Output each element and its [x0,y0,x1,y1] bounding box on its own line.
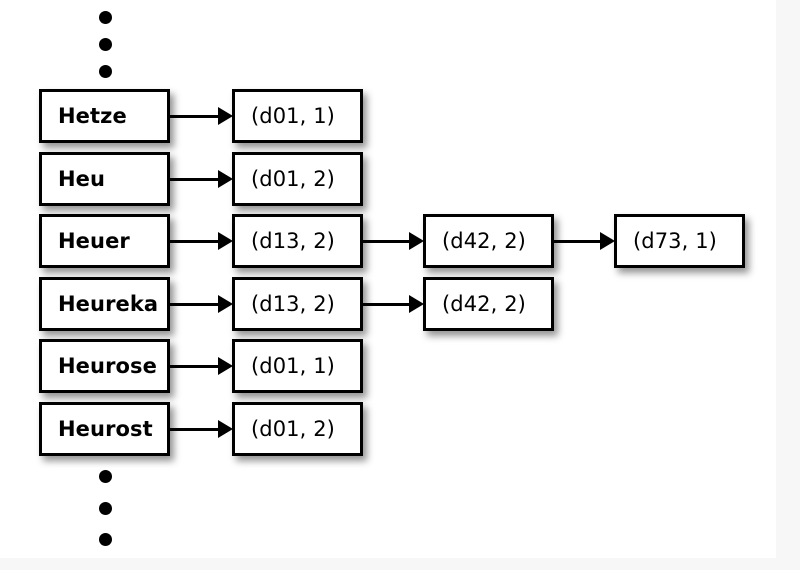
posting-label-4: (d13, 2) [251,291,335,316]
posting-label-d73: (d73, 1) [633,228,717,253]
term-box-hetze[interactable]: Hetze [39,89,170,143]
posting-box-1[interactable]: (d01, 1) [232,89,363,143]
posting-box-4[interactable]: (d13, 2) [232,277,363,331]
edge-term-3-to-posting [170,240,220,243]
edge-term-1-to-posting [170,115,220,118]
edge-posting-3-to-d42-1 [362,240,410,243]
arrowhead-d73 [600,232,615,250]
arrowhead-term-2 [218,170,233,188]
edge-term-5-to-posting [170,365,220,368]
term-label-hetze: Hetze [58,103,127,128]
arrowhead-term-4 [218,295,233,313]
ellipsis-dot-bottom-1 [99,470,112,483]
arrowhead-term-6 [218,420,233,438]
arrowhead-term-1 [218,107,233,125]
ellipsis-dot-top-2 [99,38,112,51]
edge-posting-4-to-d42-2 [362,303,410,306]
posting-label-1: (d01, 1) [251,103,335,128]
ellipsis-dot-top-3 [99,65,112,78]
edge-term-6-to-posting [170,428,220,431]
posting-box-d42-2[interactable]: (d42, 2) [423,277,554,331]
term-box-heureka[interactable]: Heureka [39,277,170,331]
posting-label-d42-1: (d42, 2) [442,228,526,253]
term-label-heurost: Heurost [58,416,153,441]
arrowhead-term-5 [218,357,233,375]
posting-label-5: (d01, 1) [251,353,335,378]
ellipsis-dot-bottom-2 [99,502,112,515]
posting-box-5[interactable]: (d01, 1) [232,339,363,393]
posting-label-3: (d13, 2) [251,228,335,253]
posting-box-d73[interactable]: (d73, 1) [614,214,745,268]
term-box-heu[interactable]: Heu [39,152,170,206]
term-label-heurose: Heurose [58,353,157,378]
term-label-heuer: Heuer [58,228,130,253]
posting-box-3[interactable]: (d13, 2) [232,214,363,268]
term-box-heuer[interactable]: Heuer [39,214,170,268]
ellipsis-dot-top-1 [99,11,112,24]
posting-box-2[interactable]: (d01, 2) [232,152,363,206]
edge-term-2-to-posting [170,178,220,181]
arrowhead-d42-1 [409,232,424,250]
term-box-heurose[interactable]: Heurose [39,339,170,393]
term-box-heurost[interactable]: Heurost [39,402,170,456]
ellipsis-dot-bottom-3 [99,533,112,546]
posting-box-d42-1[interactable]: (d42, 2) [423,214,554,268]
posting-box-6[interactable]: (d01, 2) [232,402,363,456]
posting-label-6: (d01, 2) [251,416,335,441]
edge-d42-to-d73 [554,240,601,243]
arrowhead-d42-2 [409,295,424,313]
term-label-heureka: Heureka [58,291,159,316]
term-label-heu: Heu [58,166,106,191]
posting-label-2: (d01, 2) [251,166,335,191]
arrowhead-term-3 [218,232,233,250]
posting-label-d42-2: (d42, 2) [442,291,526,316]
edge-term-4-to-posting [170,303,220,306]
